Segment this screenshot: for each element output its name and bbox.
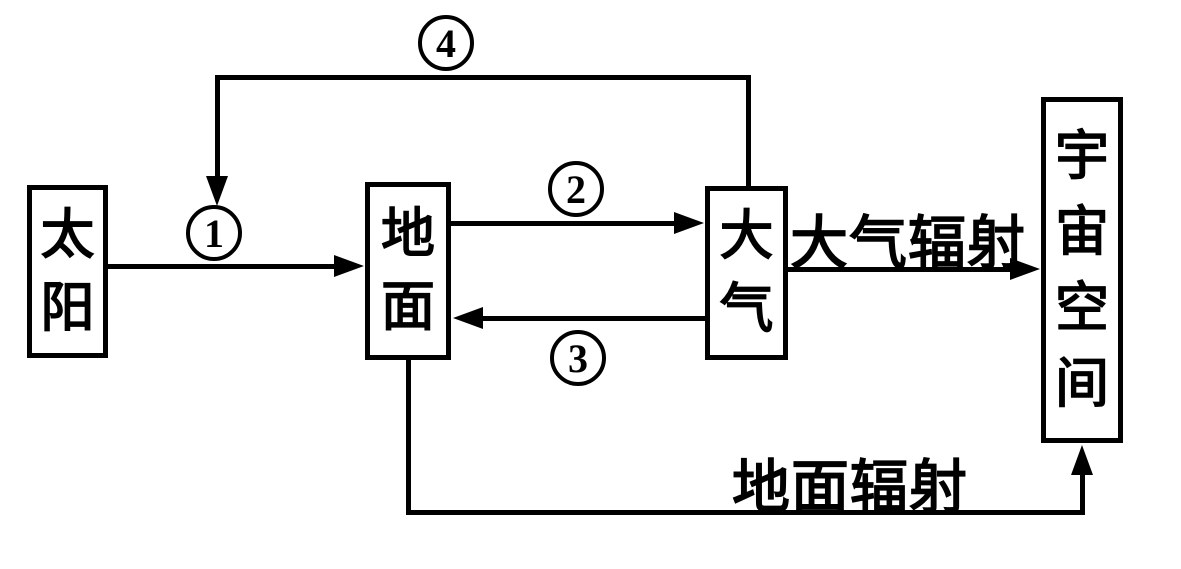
ground-radiation-line-right-vertical [1080, 472, 1085, 515]
ground-radiation-label: 地面辐射 [732, 455, 969, 520]
atmospheric-radiation-label: 大气辐射 [790, 211, 1027, 276]
arrow-3-line [481, 316, 705, 321]
arrow-1-badge: 1 [186, 205, 242, 261]
arrow-2-line [450, 221, 676, 226]
arrow-4-line-right-vertical [746, 75, 751, 186]
ground-radiation-line-horizontal [406, 510, 1085, 515]
ground-radiation-head [1071, 445, 1093, 475]
atmospheric-radiation-head [1010, 258, 1040, 280]
arrow-4-head [206, 176, 228, 206]
node-ground: 地面 [365, 182, 451, 360]
node-space: 宇宙空间 [1041, 97, 1123, 443]
arrow-3-badge: 3 [550, 330, 606, 386]
arrow-3-head [453, 307, 483, 329]
arrow-4-line-horizontal [215, 75, 751, 80]
arrow-2-head [674, 212, 704, 234]
ground-radiation-line-left-vertical [406, 360, 411, 515]
node-sun: 太阳 [27, 185, 108, 358]
arrow-1-head [334, 255, 364, 277]
arrow-4-badge: 4 [418, 15, 474, 71]
arrow-1-line [108, 264, 336, 269]
arrow-2-badge: 2 [548, 161, 604, 217]
node-atmosphere: 大气 [705, 186, 788, 360]
arrow-4-line-left-vertical [215, 75, 220, 178]
atmospheric-radiation-line [788, 267, 1012, 272]
